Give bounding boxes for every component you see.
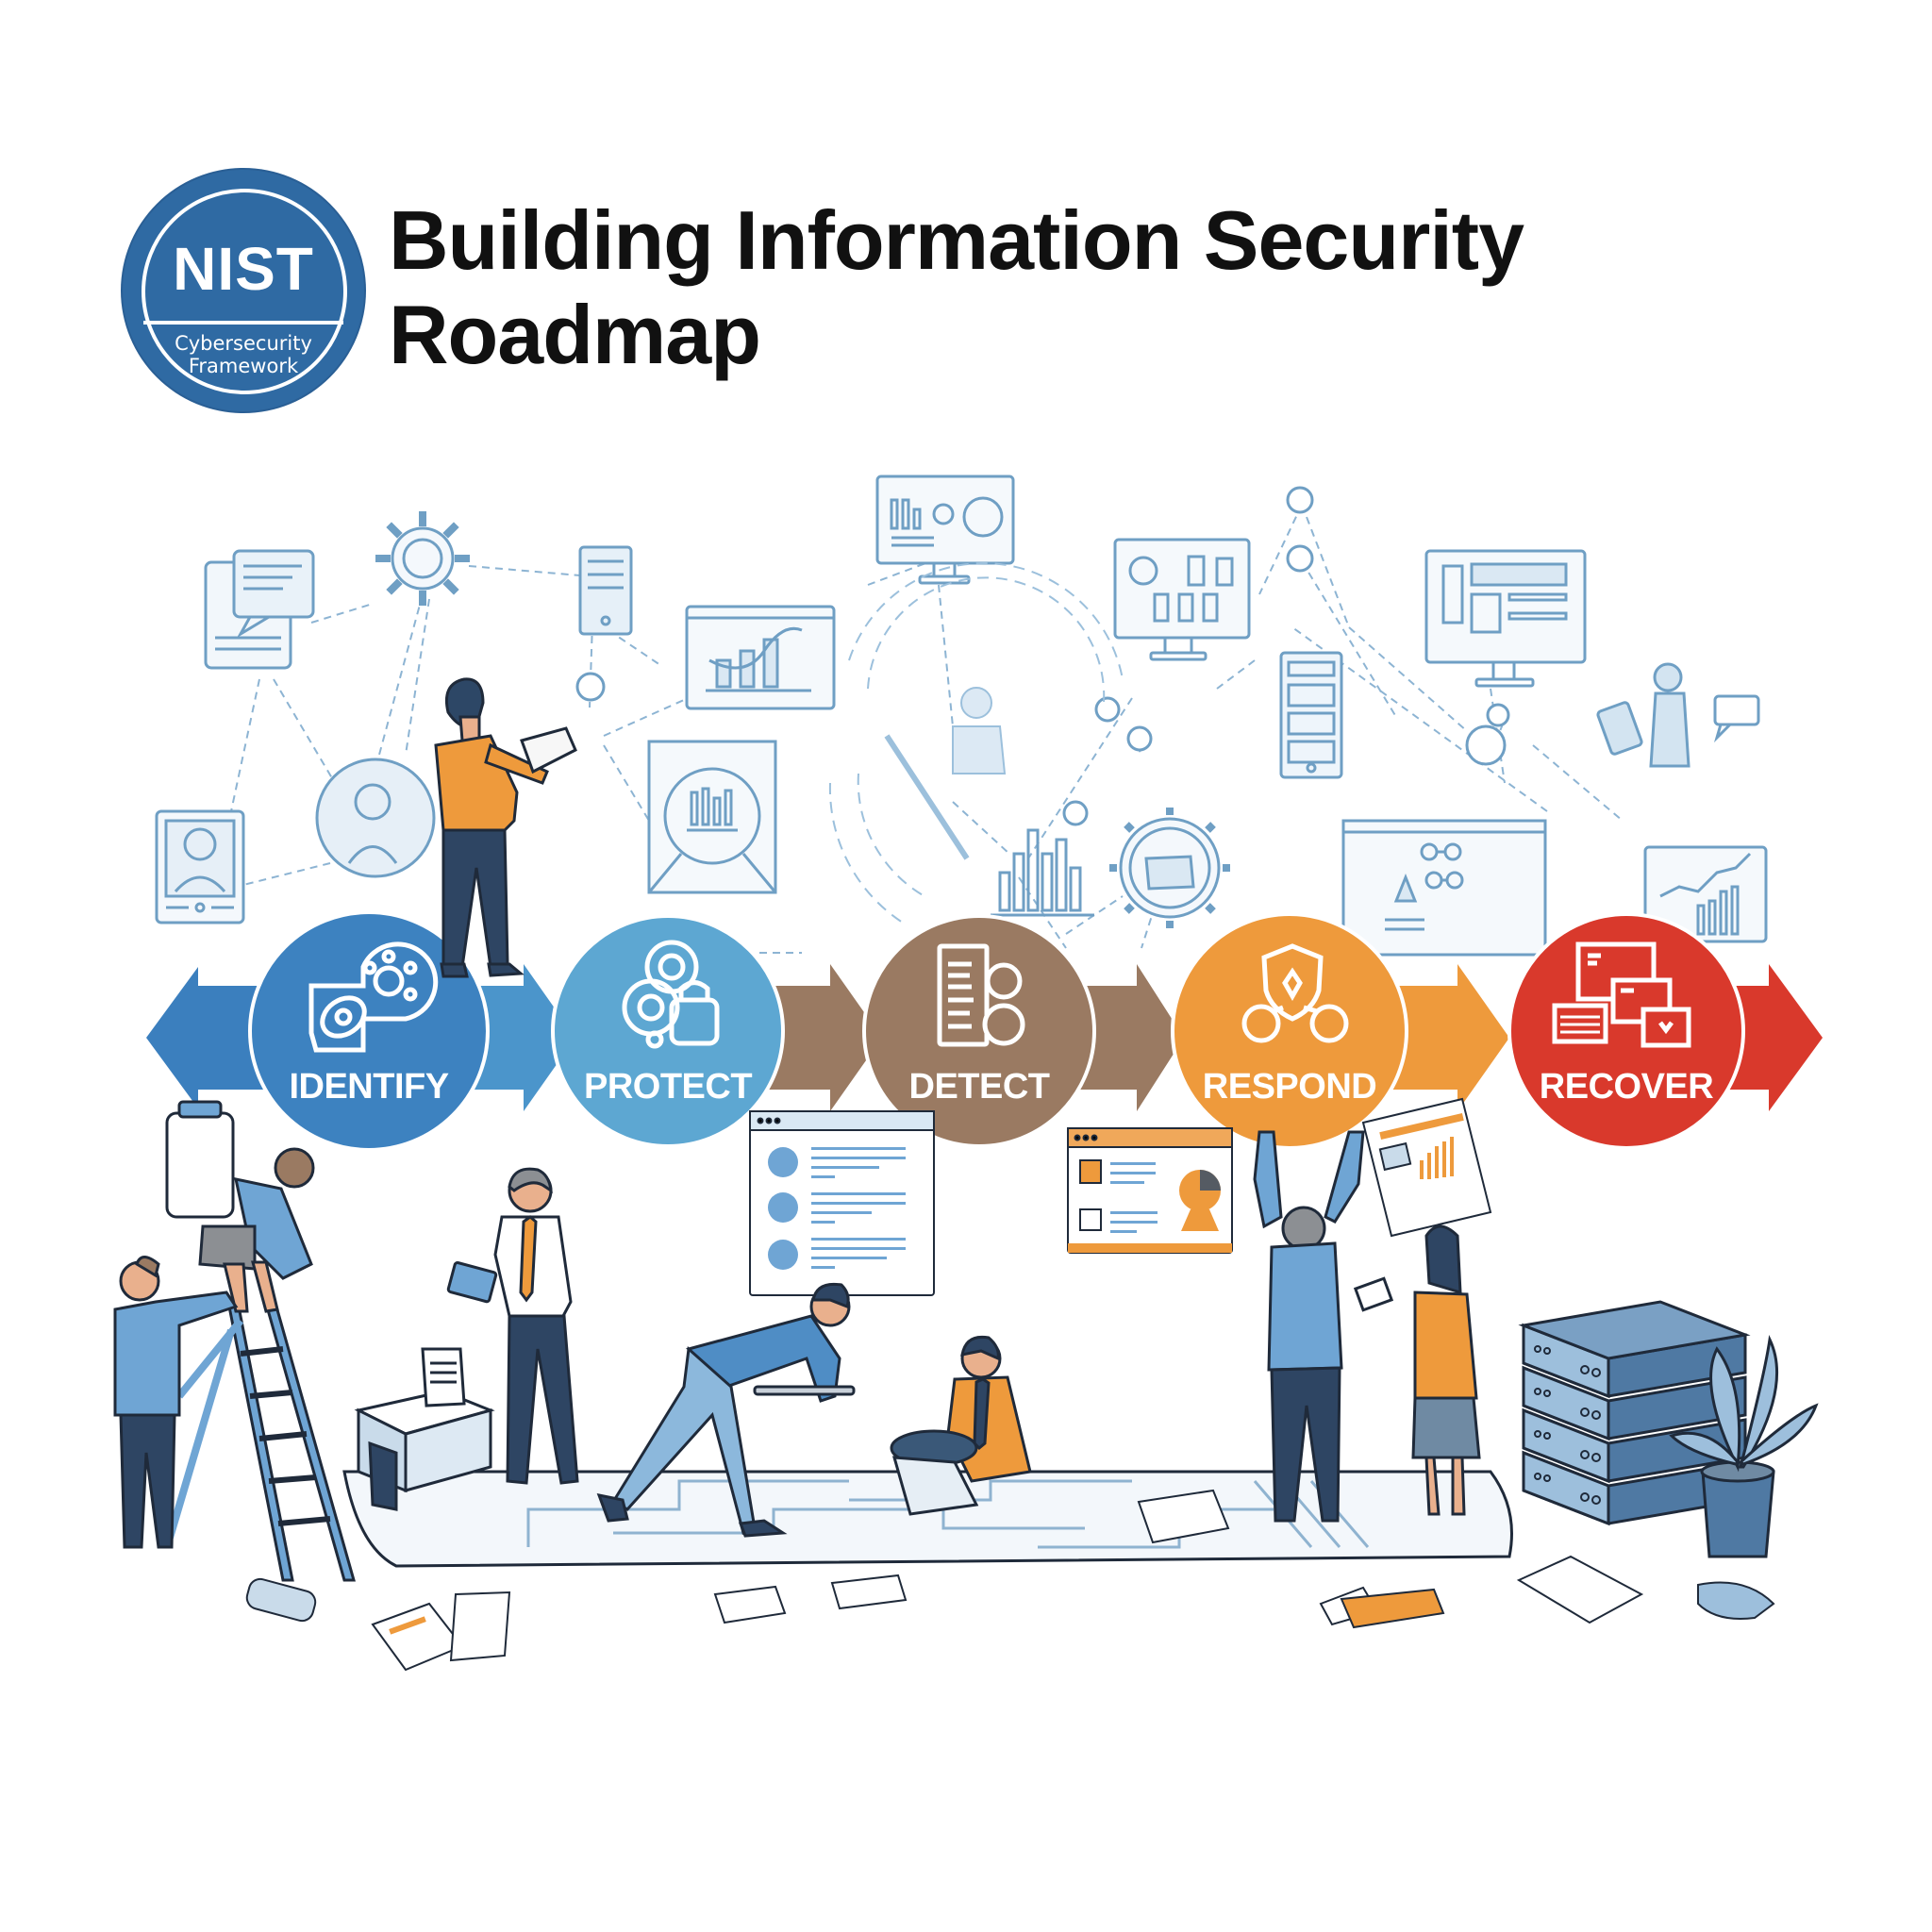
stapler-icon (1697, 1581, 1775, 1620)
arrow-protect-detect (755, 964, 882, 1111)
network-nodes (575, 486, 1510, 826)
gears-lock-icon (622, 940, 720, 1049)
logo-acronym: NIST (173, 235, 314, 303)
document-stack (1516, 1555, 1644, 1624)
gear-icon (375, 511, 470, 606)
stage-label-recover: RECOVER (1540, 1067, 1713, 1107)
asset-discovery-icon (308, 941, 439, 1053)
logo-subtitle-line1: Cybersecurity (175, 332, 312, 355)
stage-label-protect: PROTECT (584, 1067, 752, 1107)
monitor-apps-icon (1113, 538, 1251, 661)
logo-subtitle: Cybersecurity Framework (123, 332, 364, 377)
stage-label-respond: RESPOND (1203, 1067, 1376, 1107)
document-report (449, 1591, 511, 1662)
ladder (166, 1305, 356, 1582)
monitor-analytics-icon (875, 475, 1015, 585)
page-title: Building Information Security Roadmap (389, 193, 1709, 382)
browser-profiles-window (749, 1110, 935, 1296)
bar-chart-icon (991, 828, 1094, 917)
stage-identify[interactable]: IDENTIFY (248, 910, 490, 1152)
shield-network-icon (1241, 943, 1349, 1043)
stage-recover[interactable]: RECOVER (1507, 912, 1745, 1150)
stage-protect[interactable]: PROTECT (551, 914, 785, 1148)
avatar-badge-icon (315, 758, 436, 878)
document-scan-icon (937, 943, 1025, 1047)
target-chart-icon (647, 740, 777, 894)
document-orange (371, 1602, 464, 1672)
stage-respond[interactable]: RESPOND (1171, 912, 1408, 1150)
nist-logo: NIST Cybersecurity Framework (123, 170, 364, 411)
title-line-2: Roadmap (389, 288, 761, 381)
engineer-wrench-figure (596, 1282, 856, 1538)
server-stack-icon (1518, 1300, 1751, 1526)
document-card-1 (713, 1585, 787, 1624)
chat-bubble-icon (1713, 694, 1760, 743)
title-line-1: Building Information Security (389, 193, 1524, 287)
stage-detect[interactable]: DETECT (862, 914, 1096, 1148)
logo-divider (143, 321, 343, 325)
monitor-dashboard-icon (1424, 549, 1587, 688)
man-holding-ladder-figure (113, 1256, 239, 1549)
stage-label-identify: IDENTIFY (289, 1067, 448, 1107)
arrow-respond-recover (1377, 964, 1509, 1111)
woman-on-ladder-figure (198, 1147, 315, 1313)
flowchart-board-icon (1341, 819, 1547, 957)
phone-server-icon (1279, 651, 1343, 779)
radar-person-icon (828, 562, 1124, 925)
stage-label-detect: DETECT (909, 1067, 1050, 1107)
orange-card (1340, 1588, 1445, 1629)
logo-ring (142, 189, 347, 394)
left-arrow-head (146, 967, 264, 1108)
person-tablet-icon (1596, 662, 1690, 768)
scattered-documents (245, 1489, 1775, 1672)
gear-server-icon (1109, 808, 1230, 928)
manager-tablet-figure (446, 1167, 579, 1485)
trend-chart-board-icon (1643, 845, 1768, 943)
shredder-icon (354, 1347, 495, 1511)
document-chat-icon (204, 549, 315, 670)
analyst-laptop-figure (890, 1335, 1032, 1516)
document-card-2 (830, 1574, 908, 1610)
hanging-report-chart (1361, 1097, 1492, 1238)
right-arrow-head (1717, 964, 1823, 1111)
potted-plant-icon (1669, 1334, 1819, 1558)
analyst-reading-figure (434, 677, 577, 978)
profile-card-icon (155, 809, 245, 924)
woman-clipboard-figure (1353, 1224, 1481, 1516)
dashboard-chart-icon (685, 605, 836, 710)
browser-report-window (1067, 1127, 1233, 1254)
celebrating-man-figure (1253, 1130, 1365, 1523)
document-floor (1137, 1489, 1230, 1544)
server-tower-icon (578, 545, 633, 636)
network-diagram (155, 475, 1768, 957)
flipchart-easel (165, 1100, 235, 1219)
logo-subtitle-line2: Framework (188, 355, 299, 377)
rolled-paper (245, 1577, 317, 1623)
restore-windows-icon (1552, 941, 1691, 1048)
